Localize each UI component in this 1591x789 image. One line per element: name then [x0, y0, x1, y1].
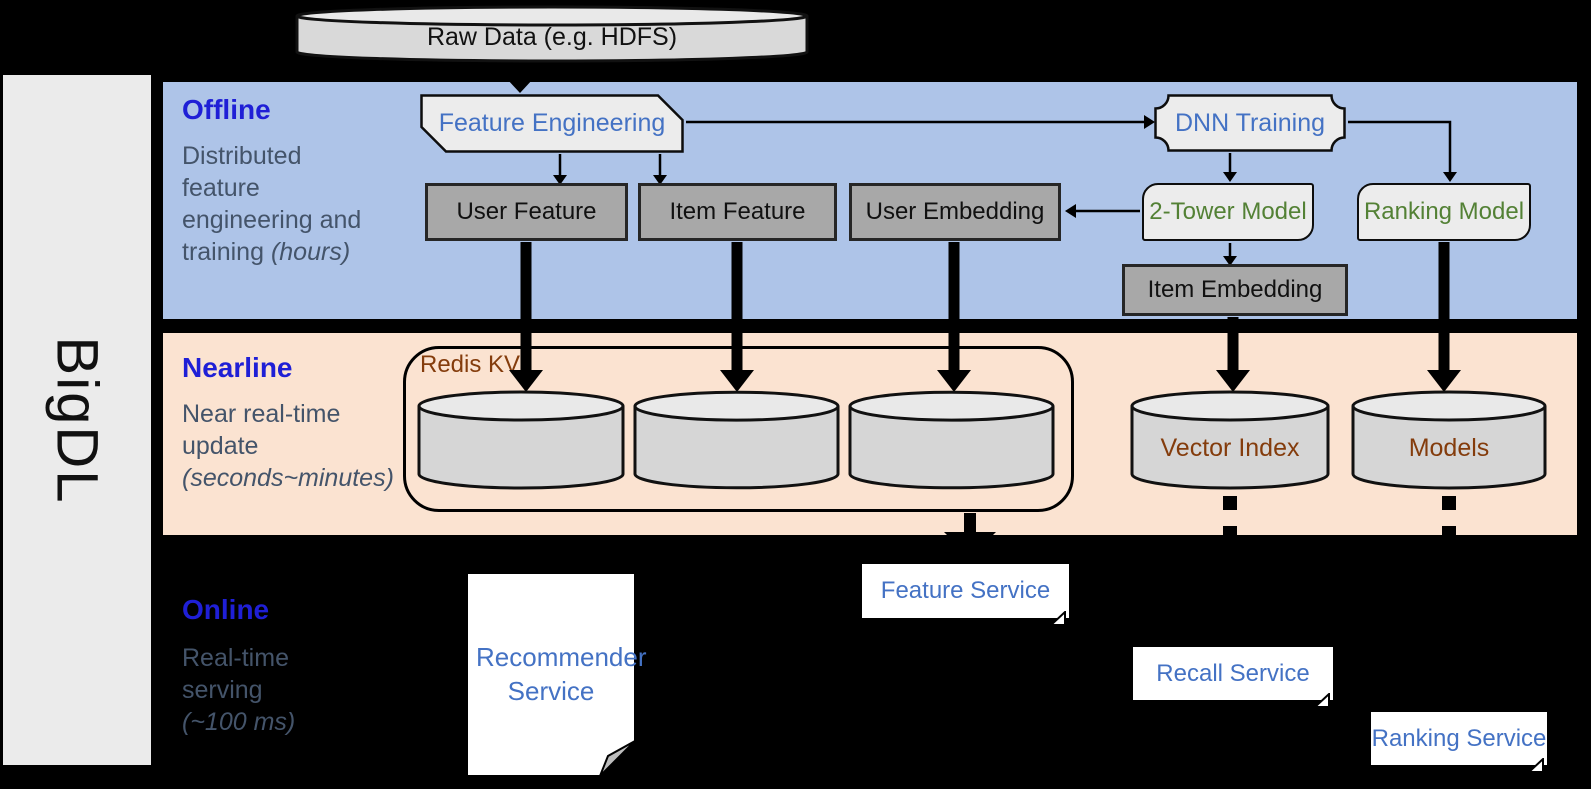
- snip-rect-shape: [420, 94, 684, 153]
- kv-shard-cylinder-1: [417, 390, 625, 490]
- node-ranking-model: Ranking Model: [1357, 183, 1531, 241]
- node-user-feature: User Feature: [425, 183, 628, 241]
- online-title: Online: [182, 594, 270, 625]
- cylinder-shape: [295, 5, 809, 63]
- node-feature-service: Feature Service: [862, 564, 1069, 626]
- node-models: Models: [1351, 390, 1547, 490]
- page-fold-icon: [1528, 758, 1544, 773]
- offline-title: Offline: [182, 94, 271, 125]
- cylinder-shape: [1351, 390, 1547, 490]
- node-recommender-service: Recommender Service: [466, 572, 647, 777]
- cylinder-shape: [1130, 390, 1330, 490]
- kv-shard-cylinder-2: [633, 390, 840, 490]
- cylinder-shape: [633, 390, 840, 490]
- bigdl-logo-text: BigDL: [44, 336, 110, 504]
- raw-data-store: Raw Data (e.g. HDFS): [295, 4, 809, 64]
- plaque-shape: [1154, 94, 1346, 152]
- node-item-embedding: Item Embedding: [1122, 264, 1348, 316]
- nearline-subtitle: Near real-time update (seconds~minutes): [182, 400, 394, 492]
- nearline-title: Nearline: [182, 352, 293, 383]
- page-fold-icon: [1050, 611, 1066, 626]
- kv-shard-cylinder-3: [848, 390, 1055, 490]
- redis-kv-label: Redis KV: [420, 351, 521, 378]
- cylinder-shape: [848, 390, 1055, 490]
- node-dnn-training: DNN Training: [1154, 94, 1346, 152]
- page-fold-icon: [1314, 693, 1330, 708]
- node-two-tower-model: 2-Tower Model: [1142, 183, 1314, 241]
- online-subtitle: Real-time serving (~100 ms): [182, 644, 296, 736]
- node-user-embedding: User Embedding: [849, 183, 1061, 241]
- node-item-feature: Item Feature: [638, 183, 837, 241]
- cylinder-shape: [417, 390, 625, 490]
- node-vector-index: Vector Index: [1130, 390, 1330, 490]
- offline-subtitle: Distributed feature engineering and trai…: [182, 142, 362, 266]
- node-recall-service: Recall Service: [1133, 647, 1333, 708]
- node-ranking-service: Ranking Service: [1371, 712, 1547, 773]
- bigdl-sidebar: BigDL: [3, 75, 151, 765]
- document-shape: [466, 572, 636, 777]
- node-feature-engineering: Feature Engineering: [420, 94, 684, 153]
